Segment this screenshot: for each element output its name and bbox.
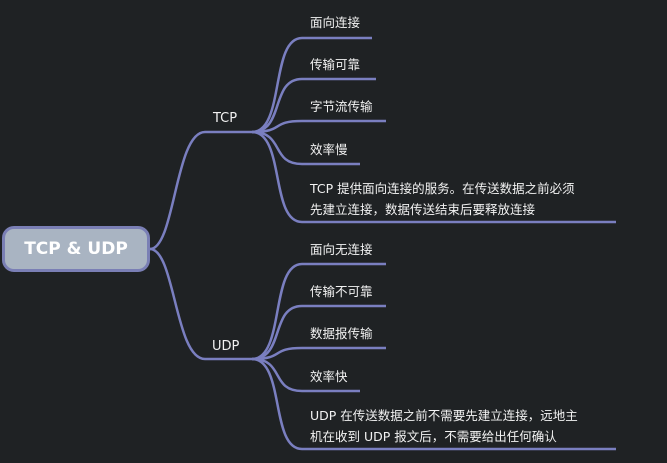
connector-udp-4 [251, 357, 360, 393]
connector-tcp-5 [251, 130, 616, 224]
udp-leaf-fast[interactable]: 效率快 [310, 366, 348, 385]
leaf-label: 效率快 [310, 369, 348, 384]
connector-tcp-3 [251, 119, 386, 134]
leaf-label: 传输可靠 [310, 57, 361, 72]
connector-udp-2 [251, 304, 386, 361]
branch-tcp[interactable]: TCP [213, 111, 237, 126]
connector-udp-5 [251, 357, 616, 451]
branch-tcp-label: TCP [213, 111, 238, 126]
udp-leaf-connectionless[interactable]: 面向无连接 [310, 239, 373, 258]
leaf-label: 效率慢 [310, 142, 348, 157]
leaf-label-line-2: 机在收到 UDP 报文后，不需要给出任何确认 [310, 429, 557, 444]
tcp-leaf-slow[interactable]: 效率慢 [310, 139, 348, 158]
leaf-label-line-1: UDP 在传送数据之前不需要先建立连接，远地主 [310, 408, 578, 423]
leaf-label: 字节流传输 [310, 99, 373, 114]
connector-root-udp [149, 247, 252, 361]
tcp-leaf-connection-oriented[interactable]: 面向连接 [310, 12, 360, 31]
tcp-leaf-description[interactable]: TCP 提供面向连接的服务。在传送数据之前必须 先建立连接，数据传送结束后要释放… [310, 178, 575, 220]
udp-leaf-datagram[interactable]: 数据报传输 [310, 323, 373, 342]
branch-udp-label: UDP [212, 339, 240, 354]
connector-tcp-2 [251, 77, 376, 134]
connector-udp-3 [251, 346, 386, 361]
connector-tcp-1 [251, 36, 372, 134]
tcp-leaf-byte-stream[interactable]: 字节流传输 [310, 96, 373, 115]
udp-leaf-description[interactable]: UDP 在传送数据之前不需要先建立连接，远地主 机在收到 UDP 报文后，不需要… [310, 405, 578, 447]
root-node[interactable]: TCP & UDP [2, 226, 150, 272]
udp-leaf-unreliable[interactable]: 传输不可靠 [310, 281, 373, 300]
leaf-label-line-2: 先建立连接，数据传送结束后要释放连接 [310, 202, 536, 217]
leaf-label: 数据报传输 [310, 326, 373, 341]
branch-udp[interactable]: UDP [212, 339, 239, 354]
tcp-leaf-reliable[interactable]: 传输可靠 [310, 54, 360, 73]
root-node-label: TCP & UDP [24, 239, 128, 259]
leaf-label: 传输不可靠 [310, 284, 373, 299]
leaf-label: 面向连接 [310, 15, 361, 30]
connector-root-tcp [149, 130, 252, 251]
connector-udp-1 [251, 262, 386, 361]
connector-tcp-4 [251, 130, 360, 166]
leaf-label-line-1: TCP 提供面向连接的服务。在传送数据之前必须 [310, 181, 575, 196]
leaf-label: 面向无连接 [310, 242, 373, 257]
